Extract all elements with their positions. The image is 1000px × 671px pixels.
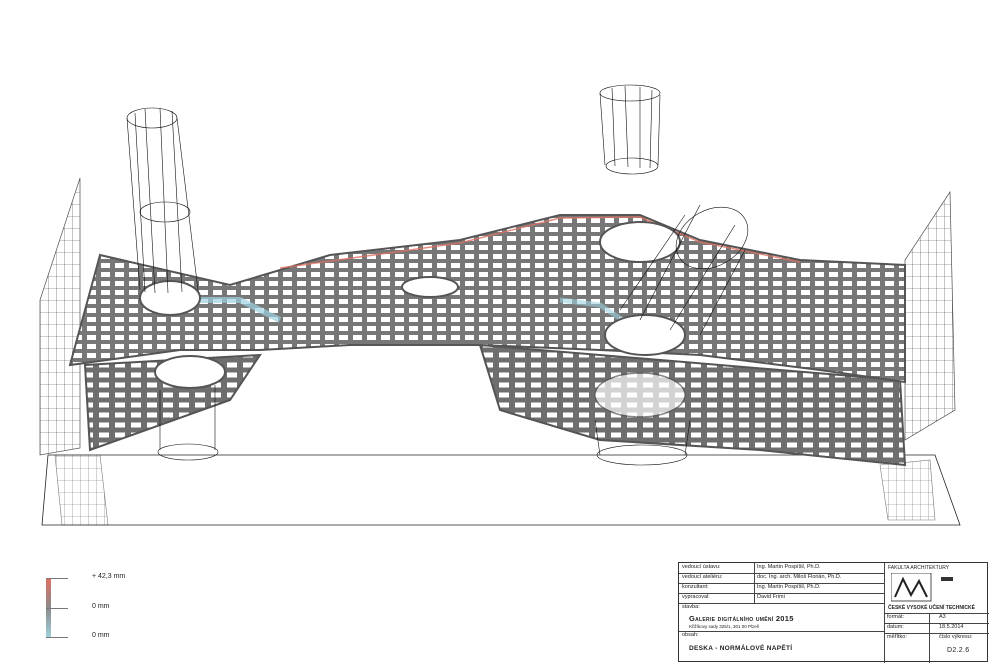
- deformation-legend: + 42,3 mm 0 mm 0 mm: [40, 570, 160, 645]
- label-vypracoval: vypracoval:: [682, 594, 710, 600]
- stress-edge-red: [279, 216, 801, 269]
- opening-right-lower: [604, 314, 686, 356]
- label-vedouci-ustavu: vedoucí ústavu:: [682, 564, 721, 570]
- left-column-wireframe: [126, 107, 219, 461]
- legend-tick-min: [46, 637, 68, 638]
- right-end-wall: [879, 190, 956, 521]
- title-block: vedoucí ústavu: Ing. Martin Pospíšil, Ph…: [678, 562, 989, 663]
- left-end-wall: [39, 177, 109, 526]
- label-stavba: stavba:: [682, 604, 700, 610]
- legend-tick-mid: [46, 608, 68, 609]
- label-meritko: měřítko:: [887, 634, 907, 640]
- label-drawing-number: číslo výkresu:: [939, 634, 973, 640]
- opening-left-lower: [154, 355, 226, 389]
- value-format: A3: [939, 614, 946, 620]
- label-vedouci-atelieru: vedoucí ateliéru:: [682, 574, 723, 580]
- opening-oval-center: [401, 276, 459, 298]
- legend-mid-label: 0 mm: [92, 603, 110, 610]
- university-name: ČESKÉ VYSOKÉ UČENÍ TECHNICKÉ: [888, 605, 975, 611]
- opening-left: [139, 280, 201, 316]
- project-title: Galerie digitálního umění 2015: [689, 614, 794, 623]
- value-drawing-number: D2.2.6: [947, 647, 970, 654]
- value-vypracoval: David Frimi: [757, 594, 785, 600]
- legend-min-label: 0 mm: [92, 632, 110, 639]
- label-datum: datum:: [887, 624, 904, 630]
- label-format: formát:: [887, 614, 905, 620]
- value-vedouci-atelieru: doc. Ing. arch. Miloš Florián, Ph.D.: [757, 574, 842, 580]
- structural-deformation-drawing: [39, 84, 961, 526]
- ctu-logo-icon: [891, 573, 932, 602]
- legend-tick-max: [46, 578, 68, 579]
- value-datum: 18.5.2014: [939, 624, 964, 630]
- label-konzultant: konzultant:: [682, 584, 709, 590]
- upper-slab: [68, 214, 906, 384]
- drawing-content: DESKA - NORMÁLOVÉ NAPĚTÍ: [689, 645, 793, 652]
- label-obsah: obsah:: [682, 632, 699, 638]
- legend-max-label: + 42,3 mm: [92, 573, 126, 580]
- right-column-wireframe: [594, 84, 749, 466]
- faculty-name: FAKULTA ARCHITEKTURY: [888, 565, 950, 571]
- project-address: Křižíkovy sady 325/1, 301 00 Plzeň: [689, 624, 760, 629]
- ground-plane: [41, 454, 961, 526]
- value-konzultant: Ing. Martin Pospíšil, Ph.D.: [757, 584, 821, 590]
- value-vedouci-ustavu: Ing. Martin Pospíšil, Ph.D.: [757, 564, 821, 570]
- opening-right: [599, 221, 681, 263]
- logo-mark: [941, 577, 953, 581]
